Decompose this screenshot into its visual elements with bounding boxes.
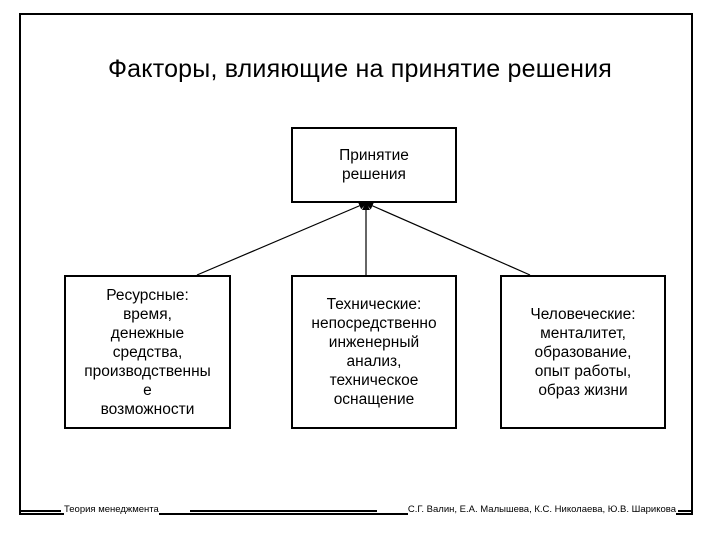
footer-rule-mid <box>190 510 377 512</box>
slide-frame <box>19 13 693 515</box>
footer-course-title: Теория менеджмента <box>64 504 159 516</box>
slide-title: Факторы, влияющие на принятие решения <box>107 55 613 83</box>
decision-label: Принятие решения <box>339 147 409 183</box>
footer-authors: С.Г. Валин, Е.А. Малышева, К.С. Николаев… <box>407 504 676 516</box>
footer-rule-right <box>678 510 693 512</box>
footer-rule-left <box>19 510 61 512</box>
resource-factors-label: Ресурсные: время, денежные средства, про… <box>84 286 211 418</box>
human-factors-label: Человеческие: менталитет, образование, о… <box>530 305 636 399</box>
decision-box: Принятие решения <box>291 127 457 203</box>
arrow-human-to-decision <box>365 202 531 276</box>
technical-factors-label: Технические: непосредственно инженерный … <box>311 296 437 408</box>
human-factors-box: Человеческие: менталитет, образование, о… <box>500 275 666 429</box>
arrow-resource-to-decision <box>196 202 367 276</box>
resource-factors-box: Ресурсные: время, денежные средства, про… <box>64 275 231 429</box>
technical-factors-box: Технические: непосредственно инженерный … <box>291 275 457 429</box>
